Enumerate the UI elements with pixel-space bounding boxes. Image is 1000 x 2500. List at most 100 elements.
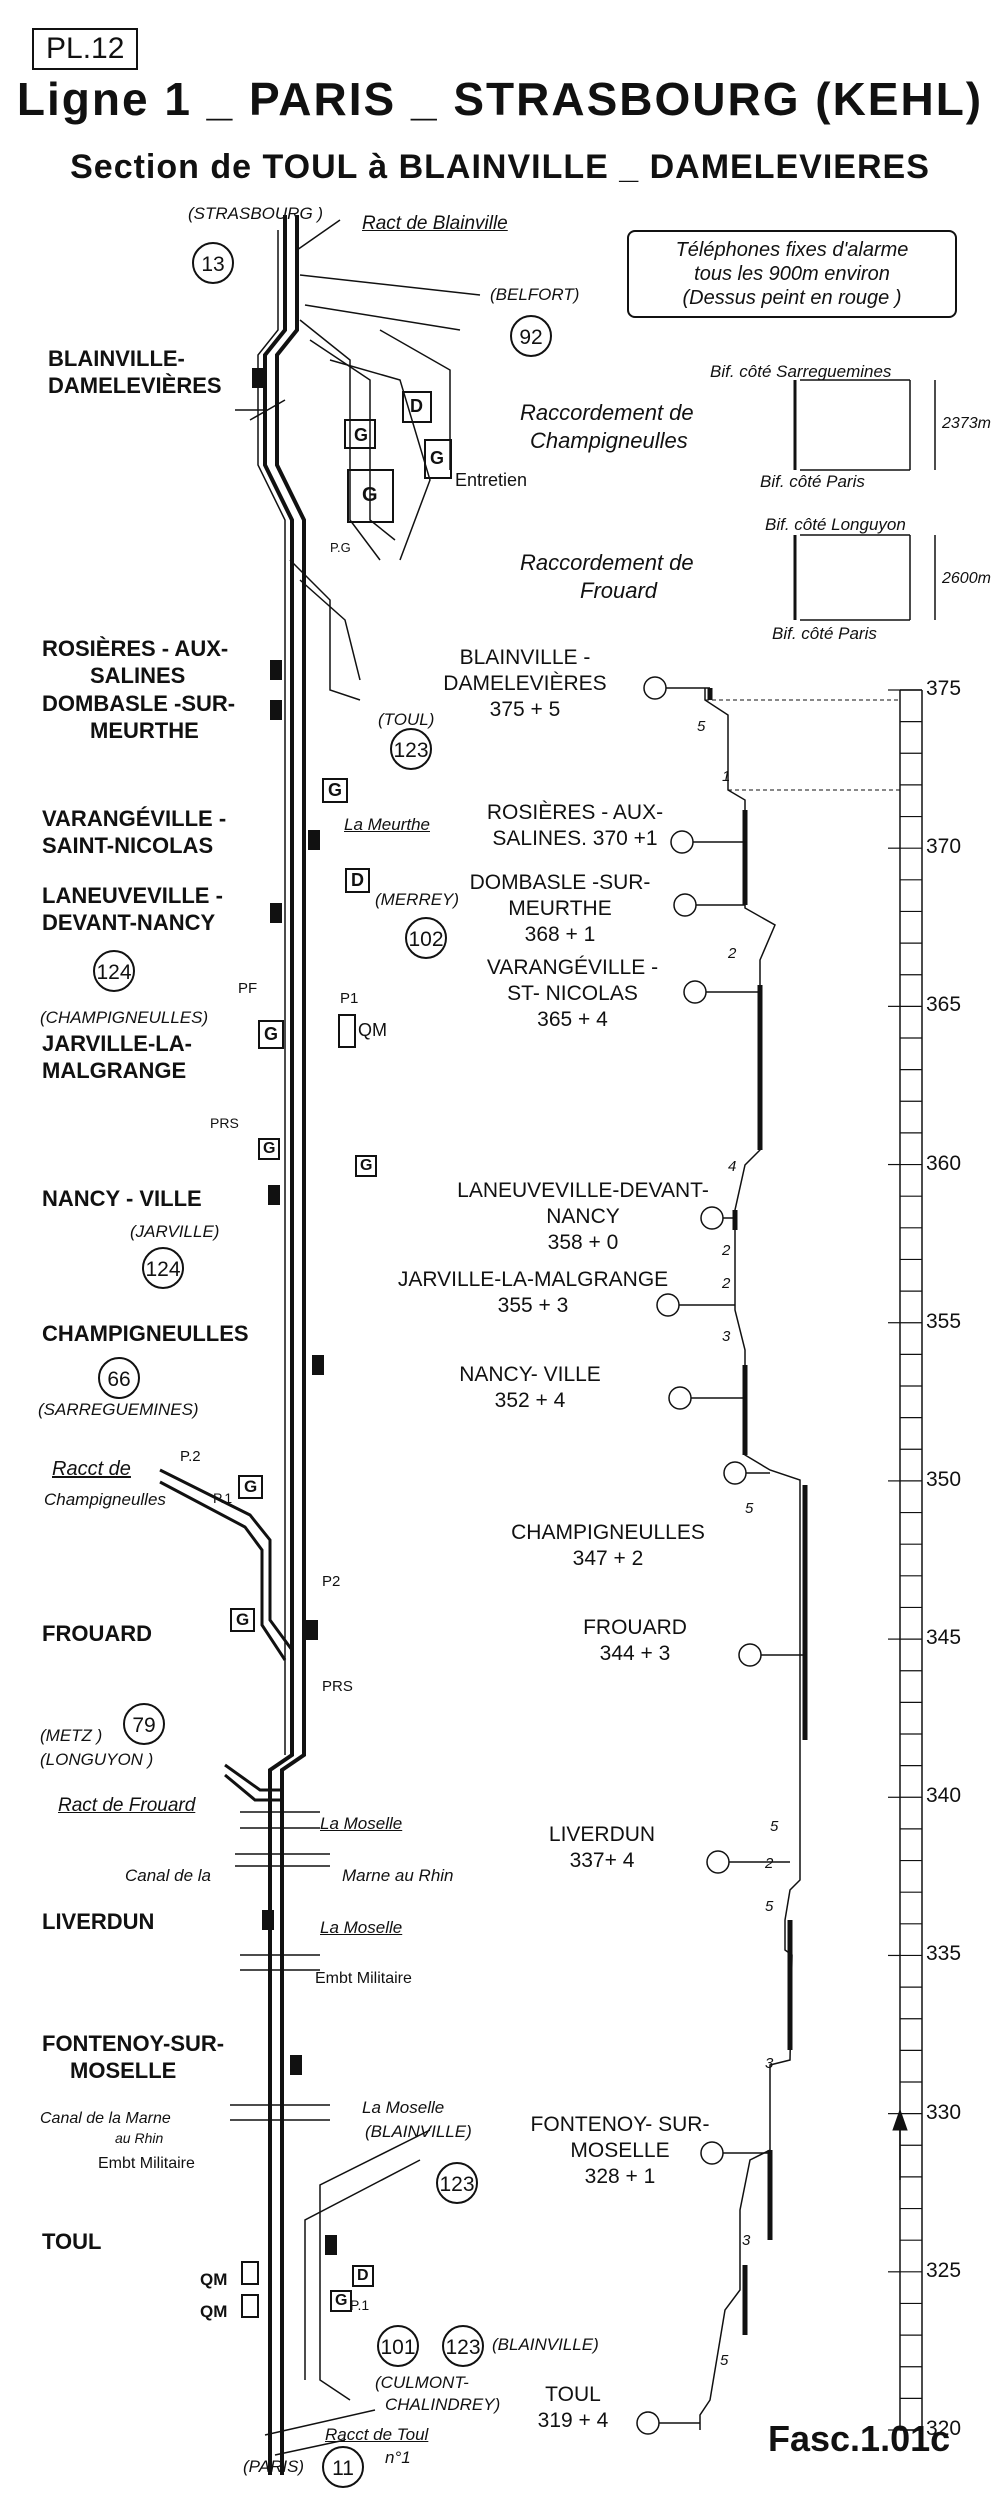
- gradient-value: 5: [720, 2352, 729, 2369]
- label-p2: P2: [322, 1573, 341, 1590]
- branch-line: [299, 274, 481, 296]
- depot-d-label: D: [410, 396, 423, 416]
- profile-station: FROUARD 344 + 3: [555, 1615, 715, 1667]
- profile-marker: [668, 1386, 692, 1410]
- profile-station-name: NANCY- VILLE: [459, 1363, 601, 1386]
- ract-frouard-bottom: Bif. côté Paris: [772, 624, 877, 643]
- ract-champ-label: Champigneulles: [530, 428, 688, 453]
- profile-station: DOMBASLE -SUR- MEURTHE 368 + 1: [445, 870, 675, 948]
- axis-tick-label: 360: [926, 1151, 962, 1175]
- line-number-circle: 123: [436, 2162, 478, 2204]
- station-marker: [308, 830, 320, 850]
- label-p1: P.1: [350, 2297, 370, 2313]
- depot-d-label: D: [345, 868, 370, 893]
- label-qm: QM: [200, 2302, 228, 2321]
- station-toul: TOUL: [42, 2229, 102, 2254]
- profile-station-pk: 344 + 3: [599, 1642, 671, 1665]
- depot-g-label: G: [238, 1475, 264, 1499]
- profile-station: LIVERDUN 337+ 4: [522, 1822, 682, 1874]
- label-entretien: Entretien: [455, 470, 528, 490]
- line-number-circle: 92: [510, 315, 552, 357]
- profile-ruler: [899, 689, 923, 2431]
- station-liverdun: LIVERDUN: [42, 1909, 155, 1934]
- line-number-circle: 11: [322, 2446, 364, 2488]
- qm-box: [241, 2261, 259, 2285]
- ract-champ-label: Raccordement de: [520, 400, 694, 425]
- depot-d-label: D: [352, 2265, 374, 2287]
- box-g: [344, 419, 376, 449]
- depot-g-label: G: [322, 778, 349, 803]
- depot-g-label: G: [330, 2290, 353, 2312]
- label-paris: (PARIS): [243, 2457, 305, 2476]
- branch-line: [379, 329, 451, 470]
- profile-station-name: JARVILLE-LA-MALGRANGE: [397, 1268, 669, 1291]
- station-marker: [262, 1910, 274, 1930]
- profile-station-name: LIVERDUN: [548, 1823, 656, 1846]
- ract-frouard-top: Bif. côté Longuyon: [765, 515, 906, 534]
- station-blainville: BLAINVILLE-: [48, 346, 185, 371]
- gradient-value: 3: [742, 2232, 751, 2249]
- ract-champ-top: Bif. côté Sarreguemines: [710, 362, 892, 381]
- profile-station-name: NANCY: [546, 1205, 620, 1228]
- gradient-value: 2: [722, 1242, 731, 1259]
- label-la-meurthe: La Meurthe: [344, 815, 430, 834]
- profile-station-name: DAMELEVIÈRES: [443, 672, 607, 695]
- line-number-circle: 102: [405, 917, 447, 959]
- label-la-moselle: La Moselle: [320, 1814, 403, 1833]
- station-rosieres: SALINES: [90, 663, 186, 688]
- label-merrey: (MERREY): [375, 890, 460, 909]
- profile-station-name: TOUL: [545, 2383, 601, 2406]
- alarm-line: (Dessus peint en rouge ): [682, 287, 902, 309]
- profile-station-name: ROSIÈRES - AUX-: [486, 801, 664, 824]
- profile-station-pk: 368 + 1: [524, 923, 596, 946]
- ract-champ-length: 2373m: [942, 415, 991, 432]
- profile-station-pk: 319 + 4: [537, 2409, 609, 2432]
- axis-tick-label: 350: [926, 1467, 962, 1491]
- ract-frouard-label: Frouard: [580, 578, 658, 603]
- line-number-circle: 124: [93, 950, 135, 992]
- profile-marker: [643, 676, 667, 700]
- gradient-value: 2: [765, 1855, 774, 1872]
- branch-line: [304, 304, 461, 331]
- profile-station: NANCY- VILLE 352 + 4: [440, 1362, 620, 1414]
- profile-station: TOUL 319 + 4: [508, 2382, 638, 2434]
- label-emb-militaire: Embt Militaire: [315, 1970, 412, 1987]
- profile-station-pk: 352 + 4: [494, 1389, 566, 1412]
- station-dombasle: DOMBASLE -SUR-: [42, 691, 236, 716]
- branch-line: [329, 359, 431, 561]
- station-marker: [290, 2055, 302, 2075]
- alarm-line: Téléphones fixes d'alarme: [675, 239, 909, 261]
- axis-tick-label: 365: [926, 993, 962, 1017]
- qm-box: [241, 2294, 259, 2318]
- station-marker: [325, 2235, 337, 2255]
- label-la-moselle: La Moselle: [362, 2098, 445, 2117]
- gradient-value: 2: [722, 1275, 731, 1292]
- ract-frouard-label: Raccordement de: [520, 550, 694, 575]
- gradient-value: 3: [722, 1328, 731, 1345]
- box-g: [347, 469, 394, 523]
- axis-tick-label: 370: [926, 835, 962, 859]
- bridges: [230, 1811, 330, 2121]
- branch-line: [299, 319, 381, 561]
- gradient-value: 1: [722, 768, 731, 785]
- profile-marker: [683, 980, 707, 1004]
- box-d: [402, 391, 432, 423]
- label-pf: PF: [238, 980, 258, 997]
- branch-line: [299, 579, 361, 681]
- station-laneuveville: LANEUVEVILLE -: [42, 883, 223, 908]
- station-blainville: DAMELEVIÈRES: [48, 373, 222, 398]
- profile-station-name: MOSELLE: [570, 2139, 670, 2162]
- profile-station-pk: 365 + 4: [537, 1008, 608, 1031]
- ruler-ticks: [888, 689, 922, 2431]
- depot-g-label: G: [230, 1608, 256, 1632]
- ract-frouard-length: 2600m: [942, 570, 991, 587]
- label-canal: Canal de la: [125, 1866, 212, 1885]
- toul-branch: [319, 2129, 431, 2401]
- label-p1: P1: [340, 990, 359, 1007]
- profile-station: ROSIÈRES - AUX- SALINES. 370 +1: [470, 800, 680, 852]
- profile-marker: [738, 1643, 762, 1667]
- station-jarville: MALGRANGE: [42, 1058, 187, 1083]
- box-g: [424, 439, 452, 479]
- profile-marker: [673, 893, 697, 917]
- profile-station-pk: 328 + 1: [584, 2165, 656, 2188]
